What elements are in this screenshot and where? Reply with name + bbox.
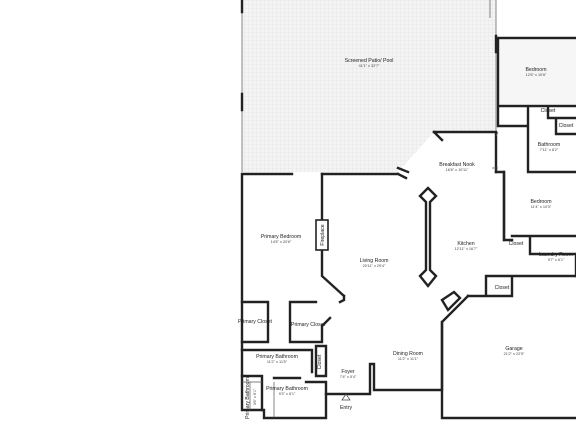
room-dims-primary-bathroom-2: 9'3" x 6'1" (279, 392, 296, 396)
room-dims-dining-room: 11'2" x 11'1" (398, 357, 419, 361)
fireplace-label: Fireplace (320, 224, 326, 245)
room-dims-living-room: 20'11" x 29'4" (363, 264, 386, 268)
room-name-garage: Garage (505, 346, 522, 352)
entry-marker (341, 393, 351, 401)
room-name-dining-room: Dining Room (393, 351, 423, 357)
bedroom-wing (486, 36, 576, 298)
room-name-patio: Screened Patio/ Pool (345, 58, 394, 64)
room-name-closet-garage: Closet (495, 285, 510, 291)
room-name-kitchen: Kitchen (457, 241, 474, 247)
room-name-closet-foyer: Closet (317, 354, 323, 369)
room-dims-kitchen: 12'11" x 16'7" (455, 247, 478, 251)
entry-label: Entry (340, 405, 353, 411)
room-name-closet-kitchen: Closet (509, 241, 524, 247)
room-dims-primary-bedroom: 14'5" x 20'6" (271, 240, 292, 244)
room-name-primary-closet-1: Primary Closet (238, 319, 273, 325)
room-name-bedroom-1: Bedroom (525, 67, 546, 73)
room-dims-bedroom-1: 12'6" x 10'6" (526, 73, 547, 77)
room-name-closet-small: Closet (559, 123, 574, 129)
room-name-bathroom: Bathroom (538, 142, 561, 148)
room-dims-primary-bathroom: 11'2" x 11'5" (267, 360, 288, 364)
patio-area (240, 0, 498, 172)
room-labels: Screened Patio/ Pool 41'1" x 32'7" Bedro… (238, 58, 574, 419)
room-dims-primary-bathroom-3: 3'6" x 6'1" (253, 388, 257, 405)
room-name-primary-closet-2: Primary Closet (291, 322, 326, 328)
room-name-laundry-room: Laundry Room (539, 252, 573, 258)
room-dims-patio: 41'1" x 32'7" (359, 64, 380, 68)
room-name-primary-bathroom: Primary Bathroom (256, 354, 298, 360)
room-name-foyer: Foyer (341, 369, 355, 375)
room-name-primary-bathroom-2: Primary Bathroom (266, 386, 308, 392)
room-dims-breakfast-nook: 16'6" x 10'11" (446, 168, 469, 172)
main-walls (240, 130, 576, 420)
room-name-bedroom-2: Bedroom (530, 199, 551, 205)
room-name-living-room: Living Room (360, 258, 389, 264)
room-dims-garage: 21'2" x 22'5" (504, 352, 525, 356)
room-dims-foyer: 7'4" x 5'4" (340, 375, 357, 379)
room-dims-laundry-room: 9'7" x 6'1" (548, 258, 565, 262)
room-name-primary-bathroom-3: Primary Bathroom (245, 377, 251, 419)
room-name-primary-bedroom: Primary Bedroom (261, 234, 301, 240)
room-name-breakfast-nook: Breakfast Nook (439, 162, 475, 168)
room-dims-bedroom-2: 11'4" x 10'3" (531, 205, 552, 209)
room-name-closet-top: Closet (541, 108, 556, 114)
room-dims-bathroom: 7'11" x 8'2" (540, 148, 559, 152)
